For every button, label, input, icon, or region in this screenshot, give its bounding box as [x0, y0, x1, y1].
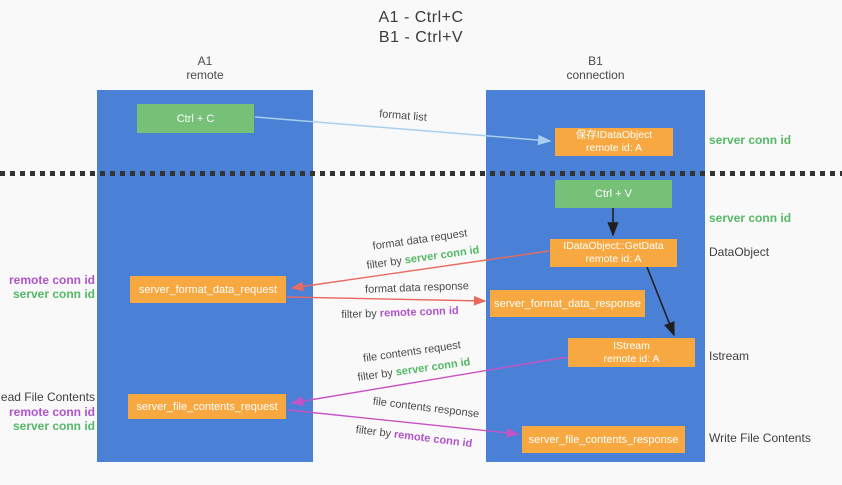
- server-conn-id-note-2: server conn id: [12, 419, 95, 433]
- getdata-line1: IDataObject::GetData: [563, 240, 664, 252]
- read-file-contents-note: Read File Contents: [0, 390, 95, 404]
- lifeline-b1-name: B1: [588, 54, 603, 68]
- server-file-contents-response-label: server_file_contents_response: [528, 433, 679, 446]
- remote-conn-id-text: remote conn id: [379, 304, 459, 320]
- server-format-data-request-box: server_format_data_request: [130, 276, 286, 303]
- title-line-2: B1 - Ctrl+V: [378, 29, 464, 46]
- server-conn-id-text: server conn id: [394, 356, 472, 379]
- format-list-label: format list: [378, 108, 428, 124]
- save-idataobject-line1: 保存IDataObject: [575, 129, 653, 141]
- title-line-1: A1 - Ctrl+C: [378, 9, 464, 26]
- istream-line1: IStream: [613, 339, 650, 352]
- istream-box: IStream remote id: A: [568, 338, 695, 367]
- istream-note: Istream: [709, 349, 750, 363]
- copy-paste-separator-line: [0, 171, 842, 176]
- server-format-data-response-label: server_format_data_response: [494, 297, 641, 310]
- server-file-contents-response-box: server_file_contents_response: [522, 426, 685, 453]
- getdata-line2: remote id: A: [585, 253, 642, 265]
- server-conn-id-note-mid: server conn id: [709, 211, 792, 225]
- lifeline-a1-name: A1: [197, 54, 213, 68]
- filter-by-text: filter by: [341, 307, 378, 322]
- remote-conn-id-text: remote conn id: [393, 428, 473, 451]
- format-data-response-arrow: [286, 295, 487, 306]
- ctrl-v-box: Ctrl + V: [555, 180, 672, 208]
- file-contents-response-label: file contents response: [372, 395, 480, 421]
- server-conn-id-note-top: server conn id: [709, 133, 792, 147]
- ctrl-c-label: Ctrl + C: [176, 112, 215, 125]
- filter-by-text: filter by: [356, 367, 394, 384]
- filter-by-text: filter by: [365, 255, 403, 272]
- server-file-contents-request-label: server_file_contents_request: [136, 400, 278, 413]
- server-format-data-request-label: server_format_data_request: [138, 283, 278, 296]
- write-file-contents-note: Write File Contents: [709, 431, 811, 445]
- server-conn-id-text: server conn id: [403, 244, 481, 267]
- save-idataobject-box: 保存IDataObject remote id: A: [555, 128, 673, 156]
- format-data-response-label: format data response: [364, 280, 470, 296]
- lifeline-b1-role: connection: [566, 68, 625, 82]
- getdata-box: IDataObject::GetData remote id: A: [550, 239, 677, 267]
- save-idataobject-line2: remote id: A: [585, 142, 643, 154]
- lifeline-header-a1: A1 remote: [97, 54, 313, 82]
- server-file-contents-request-box: server_file_contents_request: [128, 394, 286, 419]
- server-format-data-response-box: server_format_data_response: [490, 290, 645, 317]
- remote-conn-id-note-1: remote conn id: [8, 273, 95, 287]
- diagram-title: A1 - Ctrl+C B1 - Ctrl+V: [0, 8, 842, 48]
- lifeline-a1-role: remote: [186, 68, 224, 82]
- dataobject-note: DataObject: [709, 245, 770, 259]
- lifeline-header-b1: B1 connection: [486, 54, 705, 82]
- server-conn-id-note-1: server conn id: [12, 287, 95, 301]
- remote-conn-id-note-2: remote conn id: [8, 405, 95, 419]
- istream-line2: remote id: A: [603, 352, 660, 365]
- ctrl-v-label: Ctrl + V: [595, 188, 632, 200]
- filter-by-text: filter by: [355, 423, 392, 441]
- ctrl-c-box: Ctrl + C: [137, 104, 254, 133]
